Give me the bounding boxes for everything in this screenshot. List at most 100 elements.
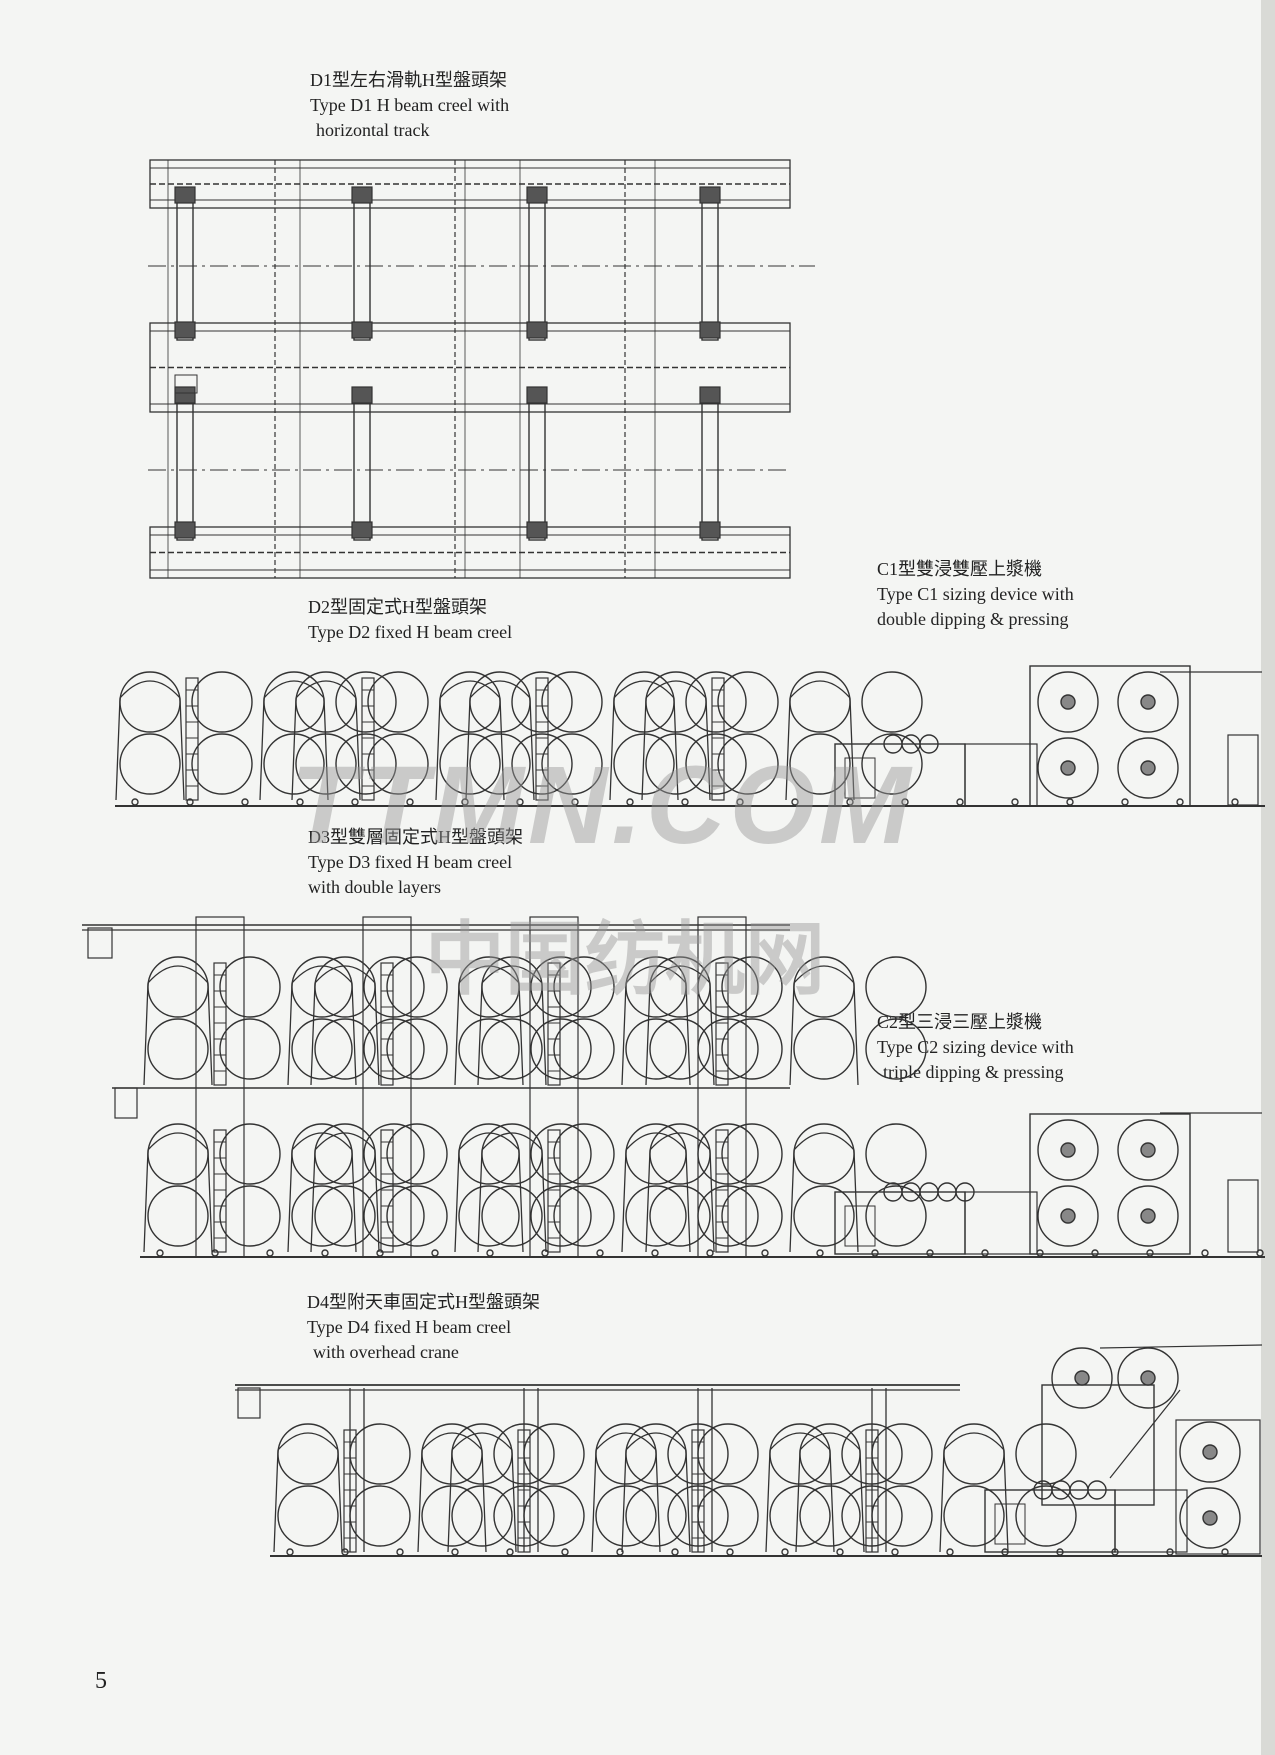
dryer-frame — [1029, 1113, 1191, 1255]
c1-size-box — [834, 734, 1038, 807]
d3-lower-creel-unit — [310, 1123, 592, 1253]
beam-circle — [685, 733, 747, 795]
d4-creel-unit — [273, 1423, 555, 1553]
drying-cylinder — [1037, 671, 1099, 733]
beam-circle — [553, 1185, 615, 1247]
cylinder-hub — [1140, 760, 1156, 776]
caption-d1-en-line1: Type D1 H beam creel with — [310, 95, 510, 115]
roller-dot — [1036, 1249, 1044, 1257]
roller-dot — [1231, 798, 1239, 806]
beam-circle — [458, 1018, 520, 1080]
beam-circle — [721, 956, 783, 1018]
c1-next-unit — [1227, 734, 1259, 806]
d1-bracket — [174, 521, 196, 539]
d1-bracket — [699, 521, 721, 539]
beam-circle — [865, 1123, 927, 1185]
beam-circle — [335, 671, 397, 733]
drying-cylinder — [1037, 737, 1099, 799]
d1-carriage — [174, 374, 198, 394]
drying-cylinder — [1037, 1119, 1099, 1181]
beam-circle — [685, 671, 747, 733]
d3-upper-creel-unit — [310, 956, 592, 1086]
caption-d4-en-line2: with overhead crane — [313, 1342, 459, 1362]
creel-frame-outline — [465, 680, 535, 801]
d1-h-beam-upright — [176, 394, 194, 541]
creel-frame-outline — [454, 965, 524, 1086]
cylinder-hub — [1060, 760, 1076, 776]
d4-dryer-tower — [1041, 1344, 1263, 1555]
caption-d1-cn: D1型左右滑軌H型盤頭架 — [310, 70, 507, 90]
roller-dot — [321, 1249, 329, 1257]
roller-dot — [296, 798, 304, 806]
creel-frame-outline — [259, 680, 329, 801]
creel-frame-outline — [609, 680, 679, 801]
creel-ladder — [715, 962, 729, 1086]
roller-dot — [946, 1548, 954, 1556]
drying-cylinder — [1117, 671, 1179, 733]
roller-dot — [156, 1249, 164, 1257]
beam-circle — [363, 1018, 425, 1080]
beam-circle — [349, 1485, 411, 1547]
caption-d1: D1型左右滑軌H型盤頭架 Type D1 H beam creel with h… — [310, 68, 509, 143]
d1-h-beam-upright — [528, 194, 546, 341]
drying-cylinder — [1117, 1119, 1179, 1181]
roller-dot — [871, 1249, 879, 1257]
d4-creel-with-crane-drawing — [235, 1344, 1263, 1557]
roller-dot — [541, 1249, 549, 1257]
beam-circle — [458, 1185, 520, 1247]
roller-dot — [561, 1548, 569, 1556]
beam-circle — [721, 1185, 783, 1247]
roller-dot — [956, 798, 964, 806]
creel-frame-outline — [143, 1132, 213, 1253]
creel-frame-outline — [645, 1132, 715, 1253]
beam-circle — [553, 1123, 615, 1185]
roller-dot — [816, 1249, 824, 1257]
beam-circle — [363, 956, 425, 1018]
d3-tower-frame — [362, 916, 412, 1258]
size-box-inner — [994, 1503, 1026, 1545]
roller-dot — [131, 798, 139, 806]
c2-sizing-device-drawing — [834, 1112, 1262, 1255]
d3-tower-frame — [195, 916, 245, 1258]
roller-dot — [681, 798, 689, 806]
beam-circle — [511, 733, 573, 795]
creel-frame-outline — [287, 1132, 357, 1253]
creel-frame-outline — [287, 965, 357, 1086]
drying-cylinder — [1117, 1185, 1179, 1247]
d3-tower-frame — [529, 916, 579, 1258]
roller-dot — [736, 798, 744, 806]
beam-circle — [861, 733, 923, 795]
d1-h-beam-upright — [353, 394, 371, 541]
d1-bracket — [526, 521, 548, 539]
beam-circle — [386, 1018, 448, 1080]
cylinder-hub — [1140, 1370, 1156, 1386]
caption-d3-cn: D3型雙層固定式H型盤頭架 — [308, 827, 523, 847]
creel-frame-outline — [939, 1432, 1009, 1553]
c1-dryer — [1029, 665, 1191, 807]
beam-circle — [595, 1485, 657, 1547]
roller-dot — [451, 1548, 459, 1556]
d3-hoist — [87, 927, 113, 959]
beam-circle — [645, 733, 707, 795]
roller-dot — [396, 1548, 404, 1556]
roller-dot — [926, 1249, 934, 1257]
caption-d4-cn: D4型附天車固定式H型盤頭架 — [307, 1292, 540, 1312]
beam-circle — [530, 956, 592, 1018]
roller-dot — [351, 798, 359, 806]
d1-bracket — [526, 186, 548, 204]
creel-frame-outline — [621, 965, 691, 1086]
squeeze-roll — [919, 734, 939, 754]
d1-h-beam-upright — [353, 194, 371, 341]
creel-frame-outline — [785, 680, 855, 801]
size-box-inner — [844, 1205, 876, 1247]
d1-h-beam-upright — [701, 394, 719, 541]
beam-circle — [367, 671, 429, 733]
size-box-ext — [964, 743, 1038, 807]
creel-ladder — [380, 962, 394, 1086]
beam-circle — [386, 1123, 448, 1185]
cylinder-hub — [1202, 1510, 1218, 1526]
creel-ladder — [711, 677, 725, 801]
caption-d4-en-line1: Type D4 fixed H beam creel — [307, 1317, 512, 1337]
size-box-ext — [1114, 1489, 1188, 1553]
beam-circle — [481, 1018, 543, 1080]
